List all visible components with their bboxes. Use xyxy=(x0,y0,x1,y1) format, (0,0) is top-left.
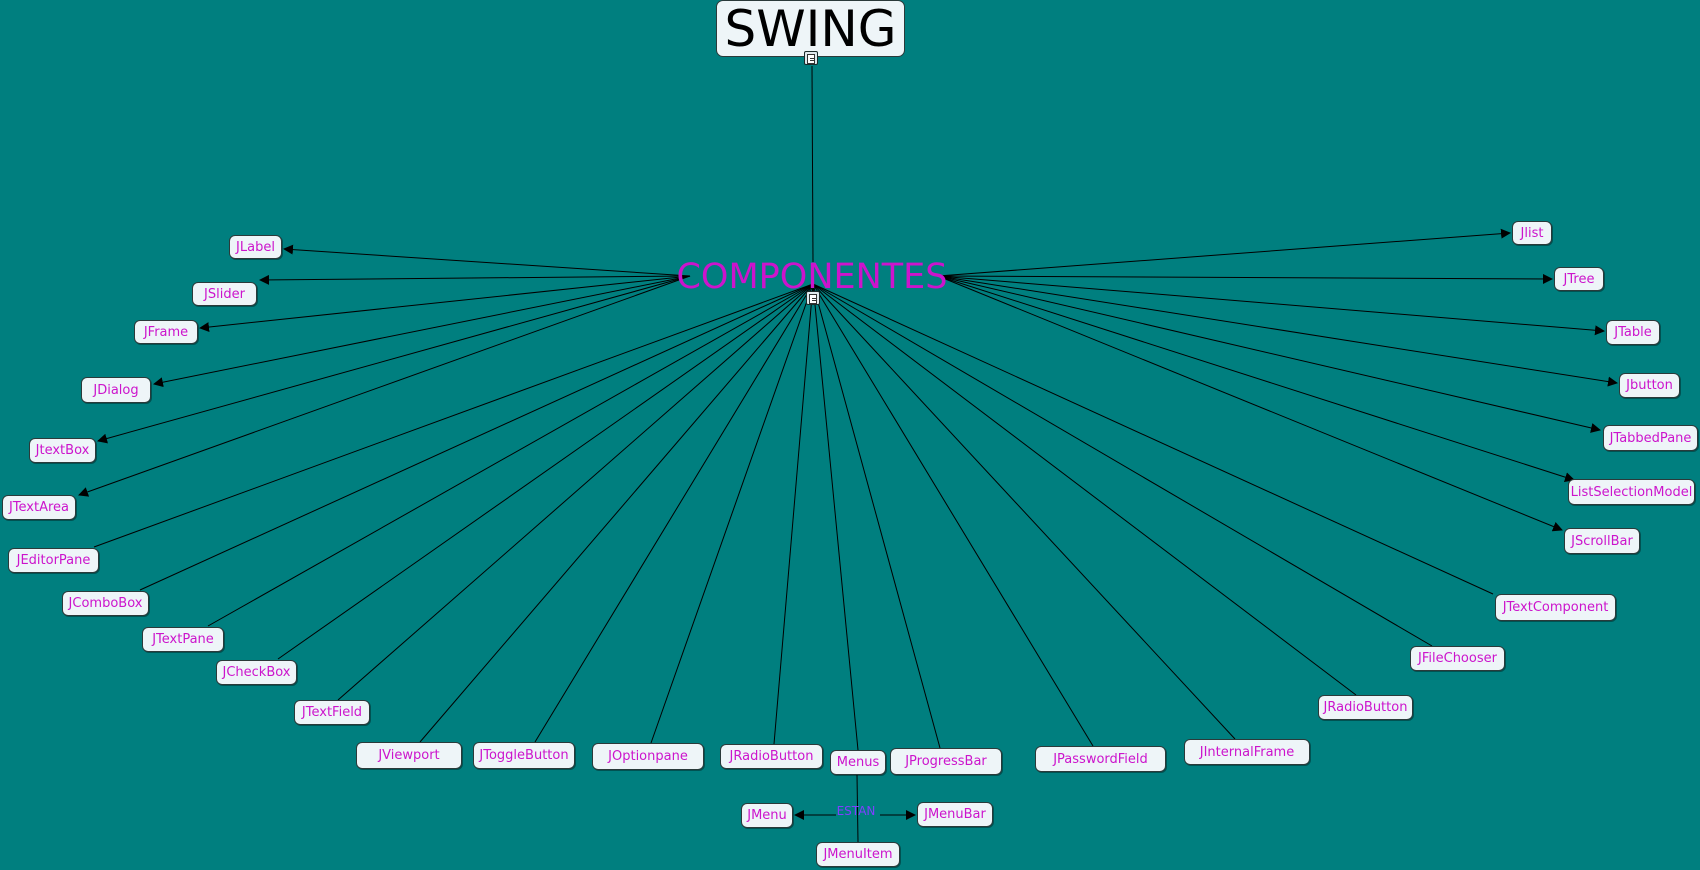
node-jviewport[interactable]: JViewport xyxy=(356,742,462,769)
connector-componentes-26 xyxy=(937,275,1605,336)
node-jtree[interactable]: JTree xyxy=(1554,267,1604,291)
node-jframe[interactable]: JFrame xyxy=(134,320,198,344)
node-jtextfield[interactable]: JTextField xyxy=(294,700,370,725)
connector-componentes-8 xyxy=(207,283,814,627)
connector-componentes-0 xyxy=(283,244,691,277)
node-jmenu[interactable]: JMenu xyxy=(741,803,793,828)
node-jtextcomponent[interactable]: JTextComponent xyxy=(1495,594,1616,621)
node-jmenubar[interactable]: JMenuBar xyxy=(917,802,993,827)
connector-componentes-28 xyxy=(937,228,1511,277)
node-jtextarea[interactable]: JTextArea xyxy=(2,495,76,520)
node-jcombobox[interactable]: JComboBox xyxy=(62,591,149,616)
connector-componentes-24 xyxy=(937,275,1601,433)
connector-componentes-9 xyxy=(277,283,814,660)
connector-componentes-3 xyxy=(153,275,691,388)
connector-componentes-17 xyxy=(812,283,1094,747)
connector-componentes-7 xyxy=(139,283,814,591)
connector-componentes-21 xyxy=(812,283,1494,595)
node-menus[interactable]: Menus xyxy=(830,750,886,775)
note-icon[interactable] xyxy=(806,291,820,305)
node-listselectionmodel[interactable]: ListSelectionModel xyxy=(1568,479,1695,505)
node-jtogglebutton[interactable]: JToggleButton xyxy=(473,742,575,769)
node-jmenuitem[interactable]: JMenuItem xyxy=(816,842,900,867)
connector-componentes-1 xyxy=(259,274,691,285)
connector-componentes-11 xyxy=(419,283,814,743)
note-icon[interactable] xyxy=(804,51,818,65)
connector-componentes-14 xyxy=(773,283,814,745)
node-jinternalframe[interactable]: JInternalFrame xyxy=(1184,739,1310,765)
connector-componentes-27 xyxy=(937,273,1553,284)
connector-componentes-12 xyxy=(534,283,814,743)
connector-componentes-18 xyxy=(812,283,1236,740)
node-jlabel[interactable]: JLabel xyxy=(229,235,282,259)
connector-componentes-15 xyxy=(812,283,859,751)
node-jtabbedpane[interactable]: JTabbedPane xyxy=(1603,425,1698,451)
node-jtable[interactable]: JTable xyxy=(1606,320,1660,345)
connector-menus-jmenuitem xyxy=(856,774,859,843)
hub-node-componentes[interactable]: COMPONENTES xyxy=(676,256,948,297)
node-jlist[interactable]: Jlist xyxy=(1512,221,1552,245)
node-jscrollbar[interactable]: JScrollBar xyxy=(1564,528,1640,554)
connector-componentes-5 xyxy=(78,275,691,497)
node-jeditorpane[interactable]: JEditorPane xyxy=(8,548,99,573)
connector-componentes-16 xyxy=(812,283,941,749)
node-jbutton[interactable]: Jbutton xyxy=(1619,373,1680,398)
connector-componentes-20 xyxy=(812,283,1433,647)
node-jfilechooser[interactable]: JFileChooser xyxy=(1410,646,1505,671)
connector-componentes-10 xyxy=(337,283,814,701)
connector-componentes-19 xyxy=(812,283,1357,696)
node-jtextpane[interactable]: JTextPane xyxy=(142,627,224,652)
node-jprogressbar[interactable]: JProgressBar xyxy=(890,748,1002,775)
connector-componentes-2 xyxy=(199,275,691,333)
node-jpasswordfield[interactable]: JPasswordField xyxy=(1035,746,1166,772)
node-jradiobutton-2[interactable]: JRadioButton xyxy=(1318,695,1413,720)
connector-componentes-4 xyxy=(97,275,691,444)
node-jradiobutton-1[interactable]: JRadioButton xyxy=(720,744,823,769)
connector-componentes-13 xyxy=(650,283,814,744)
root-node-swing[interactable]: SWING xyxy=(716,0,905,57)
connector-swing-componentes xyxy=(811,65,814,263)
node-jdialog[interactable]: JDialog xyxy=(81,377,151,403)
node-jslider[interactable]: JSlider xyxy=(192,282,257,306)
connector-componentes-23 xyxy=(937,275,1575,483)
relation-label-estan: ESTAN xyxy=(836,804,876,818)
connector-componentes-25 xyxy=(937,275,1618,387)
node-joptionpane[interactable]: JOptionpane xyxy=(592,743,704,770)
connector-componentes-6 xyxy=(93,283,814,548)
connector-componentes-22 xyxy=(937,275,1563,532)
node-jtextbox[interactable]: JtextBox xyxy=(29,438,96,463)
node-jcheckbox[interactable]: JCheckBox xyxy=(216,660,297,685)
